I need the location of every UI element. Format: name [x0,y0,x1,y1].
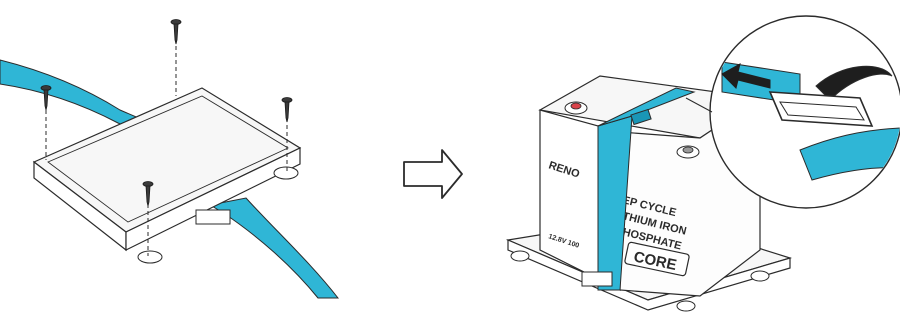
base-foot-front [676,300,696,312]
pull-arrow-icon [721,63,771,89]
strap-slot-bracket [195,209,231,225]
base-foot-right [750,270,770,282]
right-outline-arrow-icon [403,149,463,199]
battery-assembly: RENO EP CYCLE THIUM IRON HOSPHATE 12.8V … [505,75,793,312]
tray-inner-rim [47,95,289,223]
tray-assembly [0,59,340,299]
callout-leader [685,97,713,113]
callout-strap-loop [815,65,893,101]
tray-side-right [125,147,301,251]
callout-strap-lower [799,127,900,181]
battery-strap-top [597,87,696,127]
tray-top [32,87,302,233]
buckle-detail-callout [685,15,900,209]
terminal-negative [676,145,700,159]
strap-front [208,197,340,299]
screw-guides [45,46,288,256]
foot-left [137,250,163,264]
foot-right [273,166,299,180]
base-foot-left [510,250,530,262]
base-tray-side [507,239,791,311]
strap-buckle-small [630,108,652,126]
callout-buckle-bar [779,101,865,121]
terminal-positive [564,101,588,115]
callout-buckle [768,91,874,127]
strap-end-tab [581,271,613,287]
screw-icon [40,19,293,207]
